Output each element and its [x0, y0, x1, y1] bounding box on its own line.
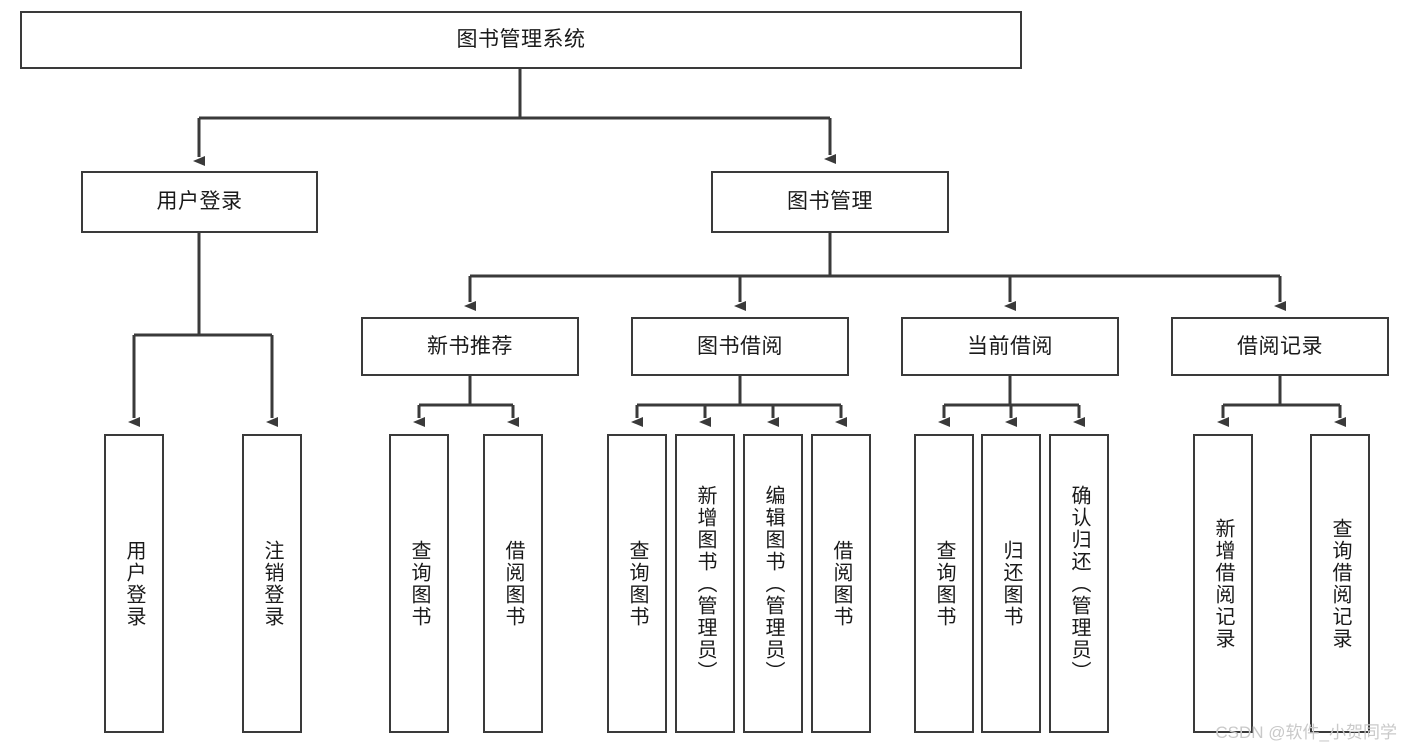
node-leaf-return-book[interactable]: 归还图书 — [981, 434, 1041, 733]
node-current-borrow[interactable]: 当前借阅 — [901, 317, 1119, 376]
node-book-management[interactable]: 图书管理 — [711, 171, 949, 233]
node-user-login[interactable]: 用户登录 — [81, 171, 318, 233]
node-user-login-label: 用户登录 — [156, 190, 243, 214]
node-leaf-logout-login[interactable]: 注销登录 — [242, 434, 302, 733]
node-leaf-query-record[interactable]: 查询借阅记录 — [1310, 434, 1370, 733]
node-leaf-return-book-label: 归还图书 — [1000, 539, 1022, 628]
node-leaf-query-record-label: 查询借阅记录 — [1329, 517, 1351, 650]
node-leaf-borrow-book-1[interactable]: 借阅图书 — [483, 434, 543, 733]
node-leaf-add-record-label: 新增借阅记录 — [1212, 517, 1234, 650]
node-leaf-query-book-3[interactable]: 查询图书 — [914, 434, 974, 733]
node-current-borrow-label: 当前借阅 — [967, 334, 1053, 358]
node-leaf-confirm-return-label: 确认归还（管理员） — [1068, 484, 1090, 683]
node-leaf-add-book[interactable]: 新增图书（管理员） — [675, 434, 735, 733]
node-leaf-borrow-book-2-label: 借阅图书 — [830, 539, 852, 628]
node-book-management-label: 图书管理 — [787, 190, 873, 214]
node-leaf-add-record[interactable]: 新增借阅记录 — [1193, 434, 1253, 733]
node-leaf-user-login-label: 用户登录 — [123, 539, 145, 628]
node-leaf-edit-book-label: 编辑图书（管理员） — [762, 484, 784, 683]
node-leaf-logout-login-label: 注销登录 — [261, 539, 283, 628]
node-leaf-query-book-2-label: 查询图书 — [626, 539, 648, 628]
node-borrow-record[interactable]: 借阅记录 — [1171, 317, 1389, 376]
node-new-book-recommend[interactable]: 新书推荐 — [361, 317, 579, 376]
node-leaf-query-book-1[interactable]: 查询图书 — [389, 434, 449, 733]
node-leaf-query-book-2[interactable]: 查询图书 — [607, 434, 667, 733]
node-leaf-borrow-book-1-label: 借阅图书 — [502, 539, 524, 628]
node-leaf-add-book-label: 新增图书（管理员） — [694, 484, 716, 683]
node-leaf-borrow-book-2[interactable]: 借阅图书 — [811, 434, 871, 733]
node-leaf-edit-book[interactable]: 编辑图书（管理员） — [743, 434, 803, 733]
node-leaf-query-book-1-label: 查询图书 — [408, 539, 430, 628]
node-root-label: 图书管理系统 — [456, 28, 586, 52]
node-leaf-query-book-3-label: 查询图书 — [933, 539, 955, 628]
node-root[interactable]: 图书管理系统 — [20, 11, 1022, 69]
node-new-book-recommend-label: 新书推荐 — [427, 334, 513, 358]
node-leaf-confirm-return[interactable]: 确认归还（管理员） — [1049, 434, 1109, 733]
node-book-borrow-label: 图书借阅 — [697, 334, 783, 358]
node-borrow-record-label: 借阅记录 — [1237, 334, 1323, 358]
node-leaf-user-login[interactable]: 用户登录 — [104, 434, 164, 733]
node-book-borrow[interactable]: 图书借阅 — [631, 317, 849, 376]
